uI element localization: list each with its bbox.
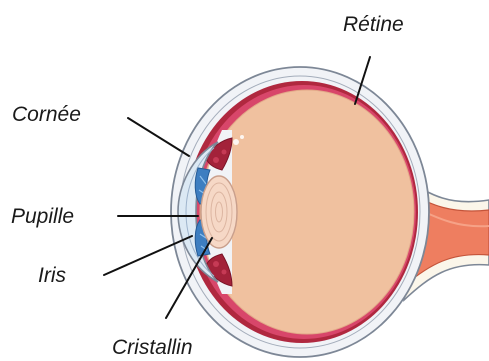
- cristallin-label: Cristallin: [112, 336, 193, 359]
- highlight: [240, 135, 244, 139]
- lens: [201, 176, 237, 248]
- iris-label: Iris: [38, 264, 66, 287]
- cornee-label: Cornée: [12, 103, 81, 126]
- cornee-leader-line: [128, 118, 189, 156]
- highlight: [233, 139, 239, 145]
- pupille-label: Pupille: [11, 205, 74, 228]
- retine-label: Rétine: [343, 13, 404, 36]
